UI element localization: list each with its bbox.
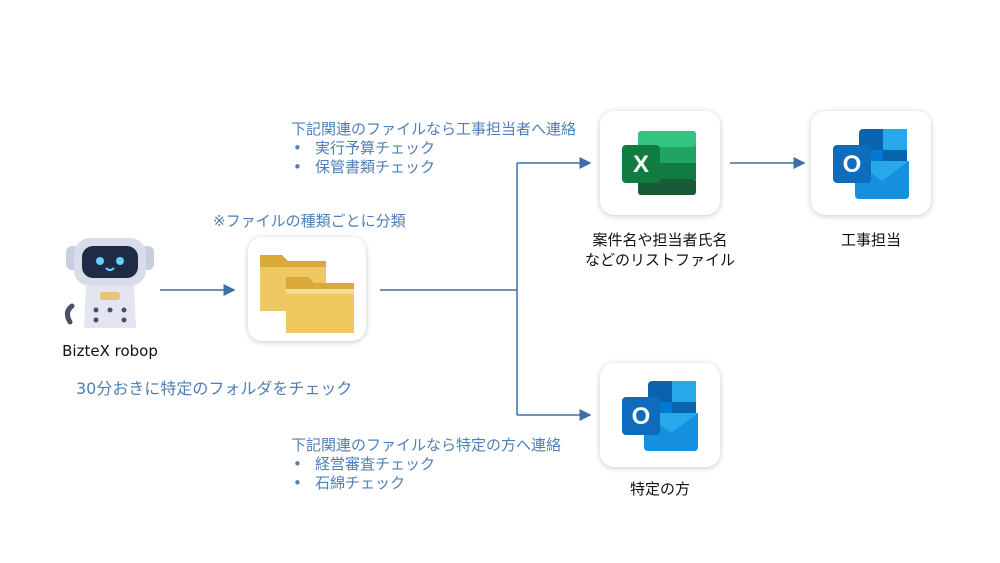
bottom-rule-title: 下記関連のファイルなら特定の方へ連絡 xyxy=(291,436,562,454)
bottom-rule: 下記関連のファイルなら特定の方へ連絡 経営審査チェック 石綿チェック xyxy=(291,436,561,493)
excel-label-line2: などのリストファイル xyxy=(584,251,735,269)
robot-illustration xyxy=(60,236,160,332)
excel-letter: X xyxy=(633,151,649,178)
outlook-bottom-card: O xyxy=(600,363,720,467)
outlook-bottom-label: 特定の方 xyxy=(629,480,690,498)
folder-card xyxy=(248,237,366,341)
bottom-rule-item: 石綿チェック xyxy=(291,474,561,493)
bottom-rule-item: 経営審査チェック xyxy=(291,455,561,474)
excel-icon: X xyxy=(622,131,696,195)
excel-label-line1: 案件名や担当者氏名 xyxy=(592,231,728,249)
outlook-top-card: O xyxy=(811,111,931,215)
top-rule-item: 実行予算チェック xyxy=(291,139,576,158)
robot-label: BizteX robop xyxy=(62,342,158,360)
classify-note: ※ファイルの種類ごとに分類 xyxy=(213,212,406,230)
robot-icon xyxy=(64,238,154,328)
outlook-top-label: 工事担当 xyxy=(840,231,901,249)
top-rule: 下記関連のファイルなら工事担当者へ連絡 実行予算チェック 保管書類チェック xyxy=(291,120,576,177)
check-note: 30分おきに特定のフォルダをチェック xyxy=(76,379,353,398)
outlook-bottom-letter: O xyxy=(632,403,651,430)
folders-icon xyxy=(260,255,354,333)
outlook-top-letter: O xyxy=(843,151,862,178)
outlook-icon: O xyxy=(833,129,909,199)
excel-card: X xyxy=(600,111,720,215)
excel-label: 案件名や担当者氏名 などのリストファイル xyxy=(565,230,755,270)
outlook-icon: O xyxy=(622,381,698,451)
top-rule-item: 保管書類チェック xyxy=(291,158,576,177)
top-rule-title: 下記関連のファイルなら工事担当者へ連絡 xyxy=(291,120,577,138)
